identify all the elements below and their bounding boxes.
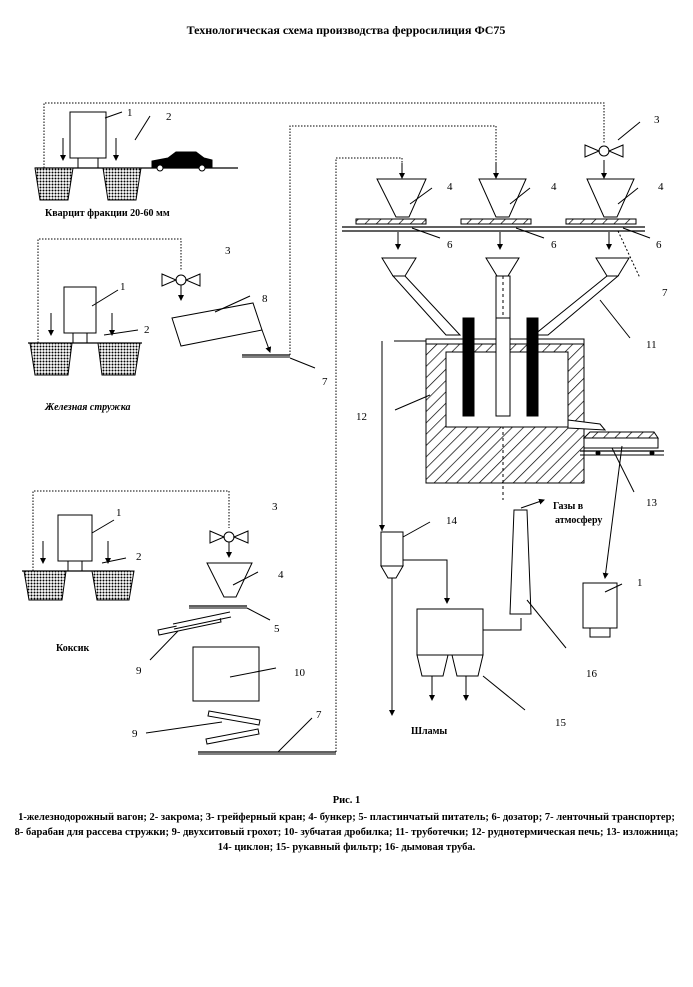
label-15: 15 — [555, 717, 567, 729]
label-1: 1 — [116, 507, 122, 519]
coke-section — [22, 490, 336, 755]
slimes-label: Шламы — [411, 726, 447, 737]
gases-label: Газы в — [553, 501, 584, 512]
cyclone — [380, 531, 404, 567]
label-4: 4 — [551, 181, 557, 193]
label-9: 9 — [132, 728, 138, 740]
label-14: 14 — [446, 515, 458, 527]
railway-wagon — [69, 111, 107, 159]
railway-wagon — [582, 582, 618, 629]
grab-crane-icon — [584, 144, 624, 158]
label-3: 3 — [225, 245, 231, 257]
atmosphere-label: атмосферу — [555, 515, 602, 526]
label-9: 9 — [136, 665, 142, 677]
label-6: 6 — [551, 239, 557, 251]
diagram-title: Технологическая схема производства ферро… — [187, 23, 506, 37]
figure-legend: 1-железнодорожный вагон; 2- закрома; 3- … — [14, 812, 679, 853]
chute — [532, 275, 620, 336]
railway-wagon — [63, 286, 97, 334]
label-7: 7 — [322, 376, 328, 388]
label-2: 2 — [144, 324, 150, 336]
bunker — [206, 562, 253, 598]
storage-bin — [91, 570, 135, 601]
label-7: 7 — [316, 709, 322, 721]
label-13: 13 — [646, 497, 658, 509]
label-6: 6 — [447, 239, 453, 251]
iron-shavings-section — [28, 238, 316, 376]
label-2: 2 — [136, 551, 142, 563]
gas-cleaning-section — [379, 380, 623, 716]
bunker — [376, 178, 427, 218]
toothed-crusher — [192, 646, 260, 702]
label-11: 11 — [646, 339, 657, 351]
storage-bin — [102, 167, 142, 201]
group-label-coke: Коксик — [56, 643, 89, 654]
label-12: 12 — [356, 411, 367, 423]
label-3: 3 — [654, 114, 660, 126]
group-label-iron-shavings: Железная стружка — [44, 402, 131, 413]
smoke-stack — [509, 509, 532, 615]
process-flow-diagram: Технологическая схема производства ферро… — [22, 23, 668, 755]
bunker — [478, 178, 527, 218]
quartzite-section — [34, 102, 605, 201]
bag-filter — [416, 608, 484, 656]
label-2: 2 — [166, 111, 172, 123]
screening-drum — [171, 302, 263, 347]
label-1: 1 — [120, 281, 126, 293]
label-10: 10 — [294, 667, 306, 679]
grab-crane-icon — [209, 530, 249, 544]
dosing-section — [342, 121, 651, 279]
label-3: 3 — [272, 501, 278, 513]
railway-wagon — [57, 514, 93, 562]
label-16: 16 — [586, 668, 598, 680]
bunker — [586, 178, 635, 218]
storage-bin — [29, 342, 73, 376]
storage-bin — [97, 342, 141, 376]
label-5: 5 — [274, 623, 280, 635]
label-7: 7 — [662, 287, 668, 299]
label-6: 6 — [656, 239, 662, 251]
ingot-mould — [583, 437, 659, 449]
group-label-quartzite: Кварцит фракции 20-60 мм — [45, 208, 170, 219]
label-4: 4 — [658, 181, 664, 193]
grab-crane-icon — [161, 273, 201, 287]
car-icon — [151, 151, 213, 172]
label-4: 4 — [278, 569, 284, 581]
label-1: 1 — [637, 577, 643, 589]
storage-bin — [23, 570, 67, 601]
figure-number: Рис. 1 — [332, 795, 361, 806]
chute — [391, 275, 462, 336]
label-8: 8 — [262, 293, 268, 305]
storage-bin — [34, 167, 74, 201]
label-1: 1 — [127, 107, 133, 119]
label-4: 4 — [447, 181, 453, 193]
